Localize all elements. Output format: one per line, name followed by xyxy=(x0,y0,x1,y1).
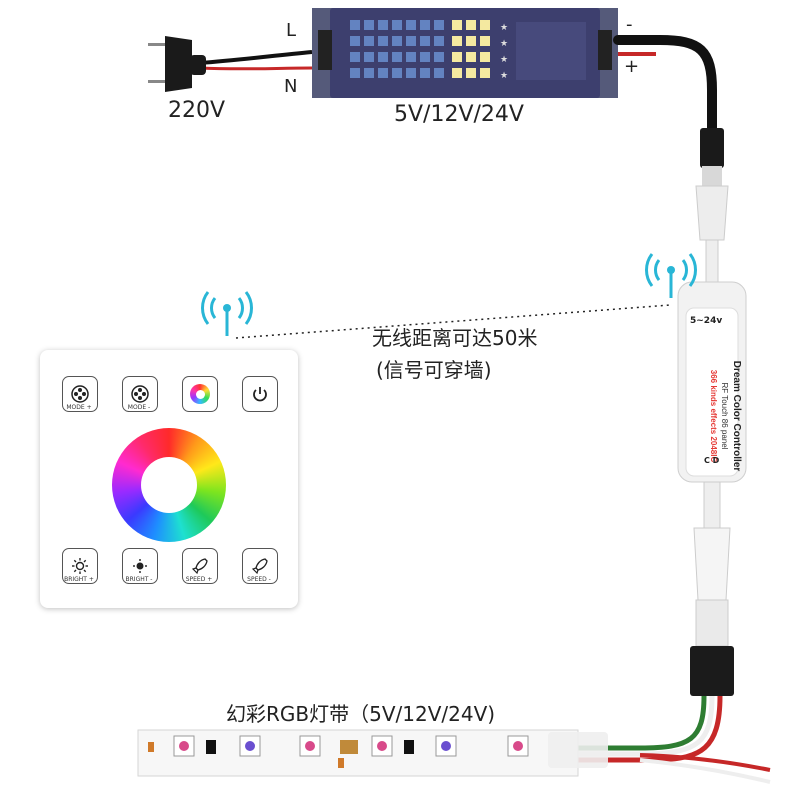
led-chip xyxy=(435,735,457,757)
controller-label-block: Dream Color Controller RF Touch 86 panel… xyxy=(662,336,742,496)
dc-connector xyxy=(695,185,729,241)
mode-plus-button[interactable] xyxy=(62,376,98,412)
mode-icon xyxy=(131,385,149,403)
terminal-label-l: L xyxy=(286,20,297,41)
ac-plug-icon xyxy=(148,36,206,92)
bright-minus-caption: BRIGHT - xyxy=(125,576,153,583)
svg-text:★: ★ xyxy=(500,23,508,33)
wireless-wall-text: (信号可穿墙) xyxy=(376,358,492,382)
led-chip xyxy=(507,735,529,757)
controller-subtitle: RF Touch 86 panel xyxy=(720,382,729,450)
wifi-signal-icon xyxy=(201,291,253,336)
svg-text:★: ★ xyxy=(500,55,508,65)
power-icon xyxy=(253,387,267,402)
brightness-icon xyxy=(72,558,88,574)
power-button[interactable] xyxy=(242,376,278,412)
speed-minus-button[interactable] xyxy=(242,548,278,584)
wifi-signal-icon xyxy=(645,253,697,298)
mode-icon xyxy=(71,385,89,403)
mode-minus-button[interactable] xyxy=(122,376,158,412)
psu-output-label: 5V/12V/24V xyxy=(394,102,524,127)
ac-cable-neutral xyxy=(199,66,313,71)
wireless-range-text: 无线距离可达50米 xyxy=(372,326,538,350)
dc-cable xyxy=(613,35,717,135)
power-supply-unit: ★ ★ ★ ★ xyxy=(312,8,618,98)
controller-pins: C D xyxy=(704,456,720,465)
led-chip xyxy=(239,735,261,757)
color-wheel[interactable] xyxy=(112,428,226,542)
terminal-label-n: N xyxy=(284,76,298,97)
touch-panel-86: MODE + MODE - BRIGHT + BRIGHT - SPEED + … xyxy=(40,350,298,608)
bright-plus-caption: BRIGHT + xyxy=(64,576,94,583)
brightness-icon xyxy=(133,559,147,573)
bright-minus-button[interactable] xyxy=(122,548,158,584)
mode-plus-caption: MODE + xyxy=(66,404,92,411)
controller-title: Dream Color Controller xyxy=(731,360,742,472)
bright-plus-button[interactable] xyxy=(62,548,98,584)
ac-input-label: 220V xyxy=(168,98,226,123)
dream-color-controller xyxy=(677,281,747,483)
controller-voltage: 5~24v xyxy=(690,316,723,326)
speed-plus-caption: SPEED + xyxy=(185,576,213,583)
svg-text:★: ★ xyxy=(500,71,508,81)
speed-plus-button[interactable] xyxy=(182,548,218,584)
color-white-icon xyxy=(190,384,210,404)
controller-effects: 366 kinds effects 2048IC xyxy=(709,369,718,463)
sm-connector-male xyxy=(690,646,734,696)
led-strip-label: 幻彩RGB灯带（5V/12V/24V) xyxy=(226,702,496,726)
rocket-icon xyxy=(191,558,208,575)
led-chip xyxy=(299,735,321,757)
terminal-label-minus: - xyxy=(626,14,633,35)
mode-minus-caption: MODE - xyxy=(127,404,151,411)
led-chip xyxy=(173,735,195,757)
speed-minus-caption: SPEED - xyxy=(247,576,271,583)
rocket-icon xyxy=(251,558,268,575)
sm-connector-female xyxy=(693,527,731,601)
ac-cable-live xyxy=(199,50,313,65)
led-strip xyxy=(137,729,608,777)
dc-jack-plug xyxy=(700,128,724,168)
wireless-link-line xyxy=(235,304,671,339)
psu-vent-grid xyxy=(350,20,444,78)
led-chip xyxy=(371,735,393,757)
svg-text:★: ★ xyxy=(500,39,508,49)
terminal-label-plus: + xyxy=(624,56,640,77)
color-white-button[interactable] xyxy=(182,376,218,412)
